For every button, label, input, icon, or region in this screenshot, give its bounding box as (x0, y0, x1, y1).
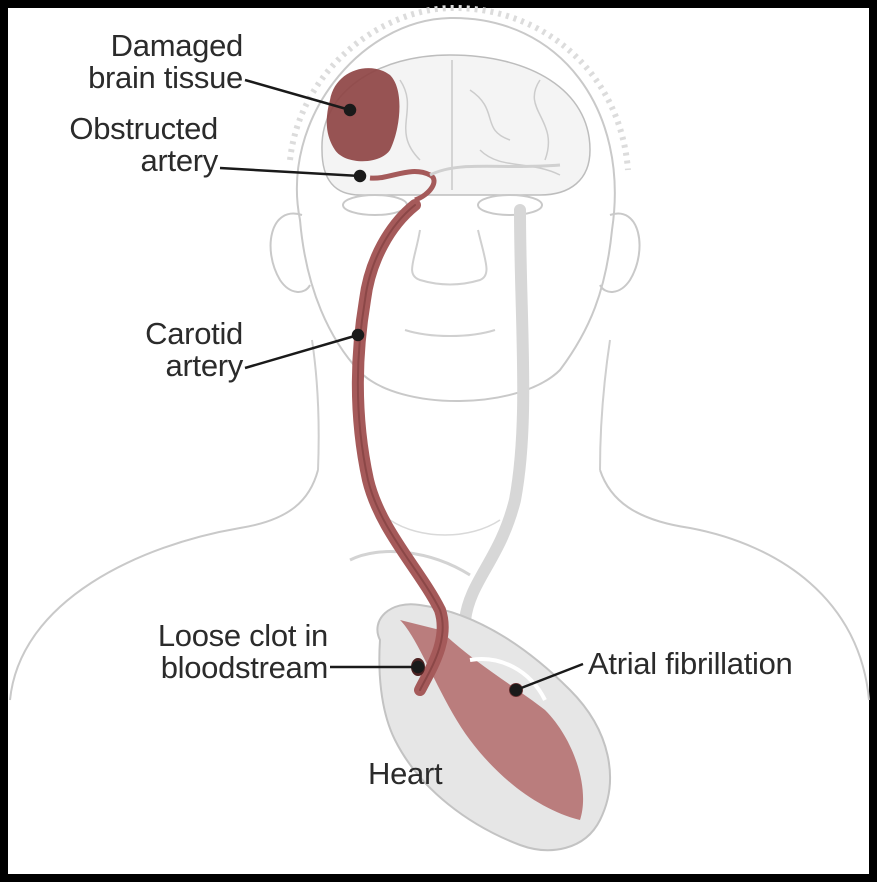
label-loose-clot: Loose clot in bloodstream (90, 620, 328, 684)
label-damaged-brain-tissue: Damaged brain tissue (40, 30, 243, 94)
leader-dot-damaged-tissue (345, 105, 355, 115)
leader-dot-obstructed-artery (355, 171, 365, 181)
leader-dot-loose-clot (413, 662, 423, 672)
leader-dot-carotid (353, 330, 363, 340)
label-heart: Heart (368, 758, 442, 790)
label-atrial-fibrillation: Atrial fibrillation (588, 648, 793, 680)
label-carotid-artery: Carotid artery (90, 318, 243, 382)
label-obstructed-artery: Obstructed artery (20, 113, 218, 177)
leader-dot-atrial-fibrillation (511, 685, 521, 695)
